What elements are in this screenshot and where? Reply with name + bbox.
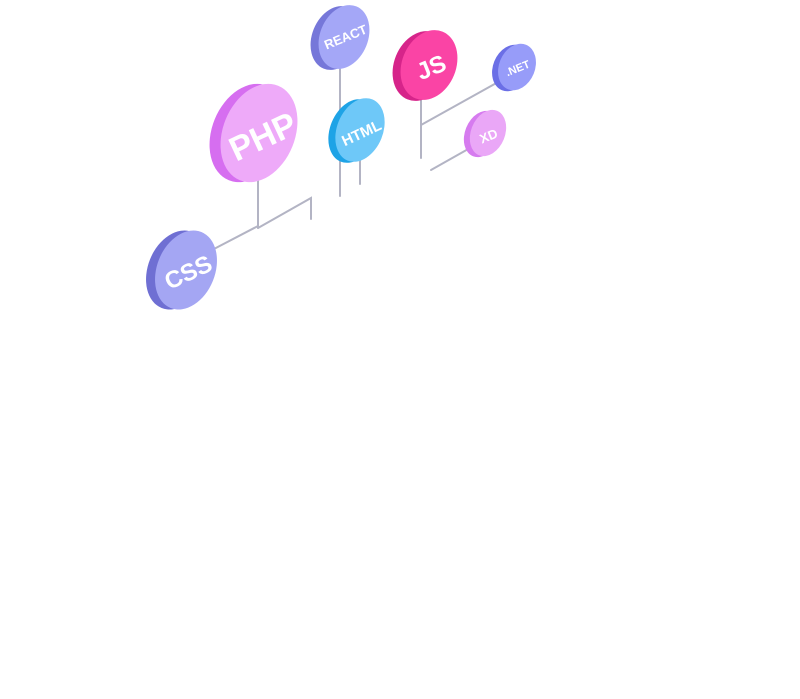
connector-css xyxy=(211,225,259,251)
css-badge: CSS xyxy=(146,230,217,310)
html-badge-face xyxy=(335,98,385,162)
react-badge-face xyxy=(318,5,370,69)
connector-php-branch xyxy=(257,196,312,229)
xd-badge: XD xyxy=(463,109,507,158)
connector-xd-branch xyxy=(430,147,471,171)
dotnet-badge: .NET xyxy=(492,43,536,92)
css-badge-face xyxy=(155,230,217,310)
connector-net-branch xyxy=(420,80,501,126)
dotnet-badge-face xyxy=(498,43,536,91)
react-badge: REACT xyxy=(310,5,370,70)
connector-lines xyxy=(211,65,501,251)
html-badge: HTML xyxy=(328,98,385,163)
js-badge: JS xyxy=(392,30,458,101)
adobe-xd-logo-icon: XD xyxy=(477,126,499,147)
php-badge-face xyxy=(220,83,298,183)
js-badge-face xyxy=(400,30,458,100)
xd-badge-face xyxy=(469,109,507,157)
php-badge: PHP xyxy=(209,83,303,183)
